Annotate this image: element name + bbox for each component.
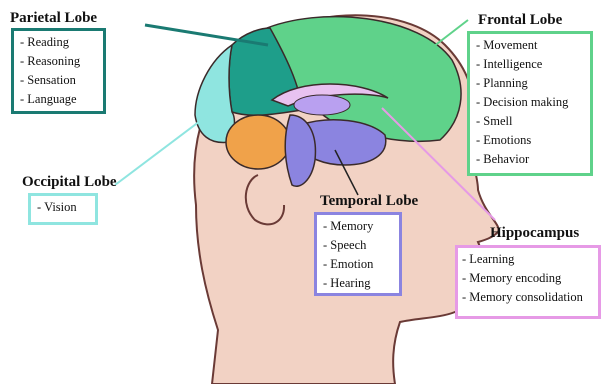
frontal-item: Movement xyxy=(476,36,584,55)
occipital-lobe-title: Occipital Lobe xyxy=(22,174,117,191)
hippocampus-item: Learning xyxy=(462,250,592,269)
frontal-item: Behavior xyxy=(476,150,584,169)
temporal-lobe-title: Temporal Lobe xyxy=(320,193,418,210)
frontal-item: Smell xyxy=(476,112,584,131)
frontal-item: Intelligence xyxy=(476,55,584,74)
parietal-lobe-box: Reading Reasoning Sensation Language xyxy=(11,28,106,114)
parietal-item: Reading xyxy=(20,33,97,52)
temporal-item: Hearing xyxy=(323,274,393,293)
occipital-lobe-box: Vision xyxy=(28,193,98,225)
frontal-lobe-title: Frontal Lobe xyxy=(478,12,562,29)
hippocampus-item: Memory encoding xyxy=(462,269,592,288)
parietal-lobe-title: Parietal Lobe xyxy=(10,10,97,27)
temporal-lobe-box: Memory Speech Emotion Hearing xyxy=(314,212,402,296)
occipital-item: Vision xyxy=(37,198,89,217)
parietal-item: Reasoning xyxy=(20,52,97,71)
temporal-item: Speech xyxy=(323,236,393,255)
frontal-item: Decision making xyxy=(476,93,584,112)
frontal-item: Planning xyxy=(476,74,584,93)
temporal-item: Emotion xyxy=(323,255,393,274)
temporal-item: Memory xyxy=(323,217,393,236)
hippocampus-item: Memory consolidation xyxy=(462,288,592,307)
frontal-lobe-box: Movement Intelligence Planning Decision … xyxy=(467,31,593,176)
occipital-lobe-region xyxy=(195,45,234,143)
frontal-item: Emotions xyxy=(476,131,584,150)
parietal-item: Sensation xyxy=(20,71,97,90)
hippocampus-title: Hippocampus xyxy=(490,225,579,242)
inner-brain-region xyxy=(294,95,350,115)
cerebellum-region xyxy=(226,115,290,169)
hippocampus-box: Learning Memory encoding Memory consolid… xyxy=(455,245,601,319)
parietal-item: Language xyxy=(20,90,97,109)
